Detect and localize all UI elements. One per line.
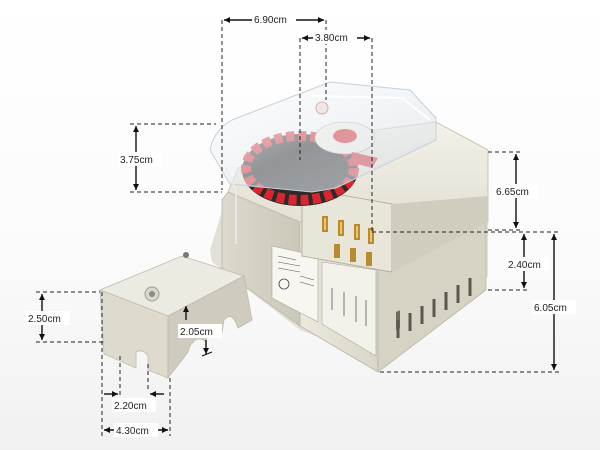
- dim-total-height: 6.05cm: [534, 303, 567, 314]
- wiring-label: [271, 245, 377, 357]
- dim-terminal-height: 2.40cm: [508, 260, 541, 271]
- dim-cap-width: 4.30cm: [116, 426, 149, 437]
- dim-cap-height: 2.50cm: [28, 314, 61, 325]
- vent-grill: [396, 278, 472, 338]
- dim-slot-height: 2.05cm: [180, 327, 213, 338]
- dimension-labels: 6.90cm 3.80cm 3.75cm 6.65cm 2.40cm 6.05c…: [26, 12, 576, 437]
- transparent-cover: [209, 81, 437, 193]
- dim-width-top: 6.90cm: [254, 15, 287, 26]
- dim-body-height: 6.65cm: [496, 187, 529, 198]
- end-cap-front: [99, 289, 169, 379]
- dim-cover-height: 3.75cm: [120, 155, 153, 166]
- dim-cover-width: 3.80cm: [315, 33, 348, 44]
- terminal-block: [301, 187, 488, 273]
- timer-device: [209, 81, 489, 373]
- dim-cap-depth: 2.20cm: [114, 401, 147, 412]
- end-cap: [98, 252, 253, 380]
- certification-mark-icon: [278, 278, 290, 290]
